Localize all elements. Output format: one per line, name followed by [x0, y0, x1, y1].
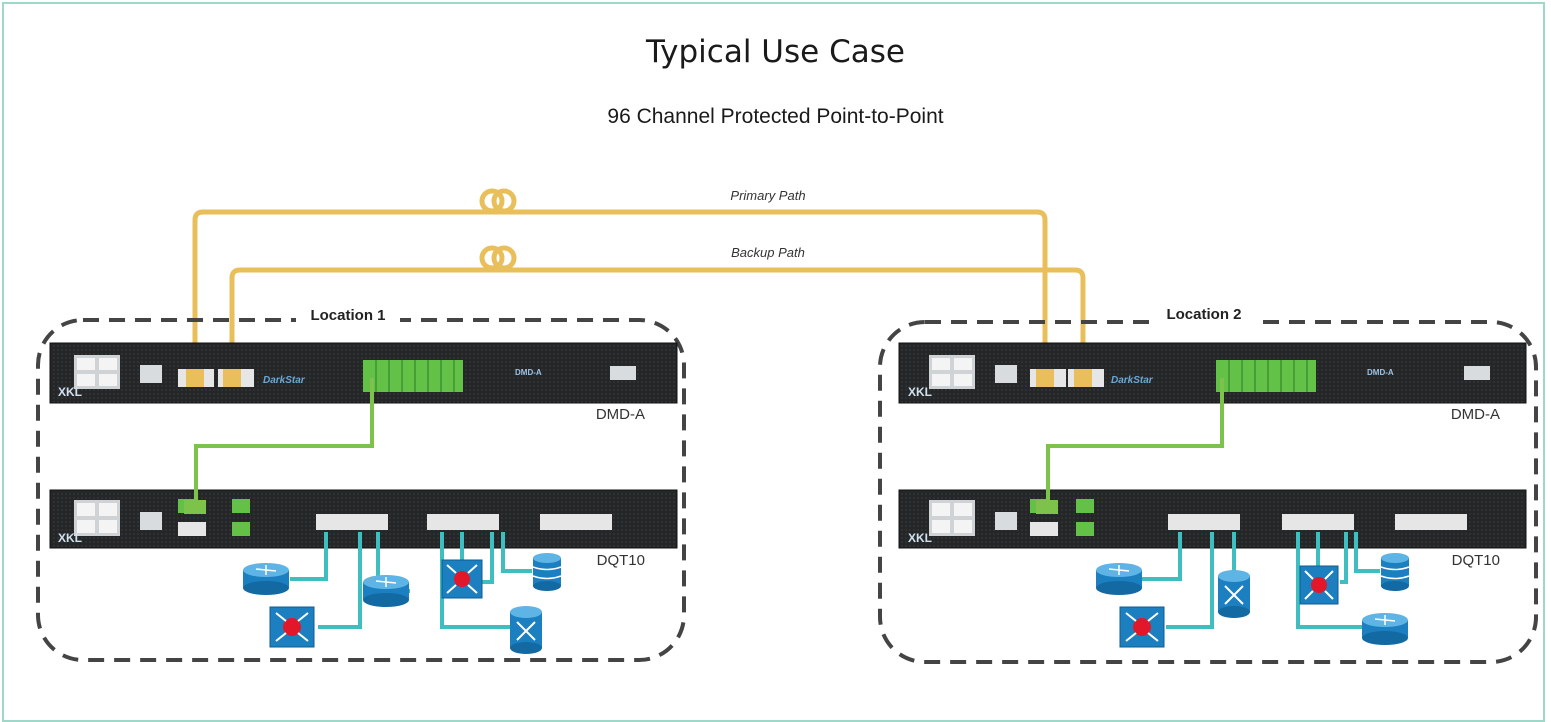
patch-fiber-location-1 [194, 378, 374, 506]
chassis-model-name: DMD-A [515, 368, 542, 377]
router-icon [243, 563, 289, 595]
router-icon [363, 575, 409, 607]
switch-icon [441, 559, 483, 599]
client-links-location-2 [1142, 532, 1380, 629]
dqt10-chassis-location-1: XKL [49, 489, 678, 549]
router-icon [1362, 613, 1408, 645]
fabric-switch-icon [510, 606, 542, 654]
patch-fiber-location-2 [1046, 378, 1224, 506]
switch-icon [1119, 606, 1165, 648]
switch-icon [269, 606, 315, 648]
brand-logo: XKL [58, 531, 82, 545]
dmd-a-chassis-location-1: XKL DarkStar DMD-A [49, 342, 678, 404]
chassis-model-name: DMD-A [1367, 368, 1394, 377]
location-1-transponder-label: DQT10 [597, 552, 645, 569]
brand-logo: XKL [908, 531, 932, 545]
backup-path-label: Backup Path [731, 245, 805, 260]
switch-icon [1299, 565, 1339, 605]
storage-icon [1380, 553, 1410, 591]
product-line-logo: DarkStar [263, 375, 306, 386]
brand-logo: XKL [908, 385, 932, 399]
location-2-mux-label: DMD-A [1451, 406, 1500, 423]
dmd-a-chassis-location-2: XKL DarkStar DMD-A [898, 342, 1527, 404]
location-2-boundary [878, 320, 1538, 664]
fabric-switch-icon [1218, 570, 1250, 618]
fiber-spool-icon [479, 188, 517, 214]
location-1-mux-label: DMD-A [596, 406, 645, 423]
location-1-label: Location 1 [310, 307, 385, 324]
trunk-connectors [184, 369, 1092, 514]
storage-icon [532, 553, 562, 591]
page-title: Typical Use Case [646, 34, 905, 70]
location-2-transponder-label: DQT10 [1452, 552, 1500, 569]
page-subtitle: 96 Channel Protected Point-to-Point [607, 105, 944, 128]
primary-path [192, 209, 1048, 367]
backup-path [229, 267, 1086, 367]
primary-path-label: Primary Path [730, 188, 805, 203]
location-1-boundary [36, 318, 686, 662]
fiber-spool-icon [479, 245, 517, 271]
product-line-logo: DarkStar [1111, 375, 1154, 386]
location-2-label: Location 2 [1166, 306, 1241, 323]
router-icon [1096, 563, 1142, 595]
brand-logo: XKL [58, 385, 82, 399]
